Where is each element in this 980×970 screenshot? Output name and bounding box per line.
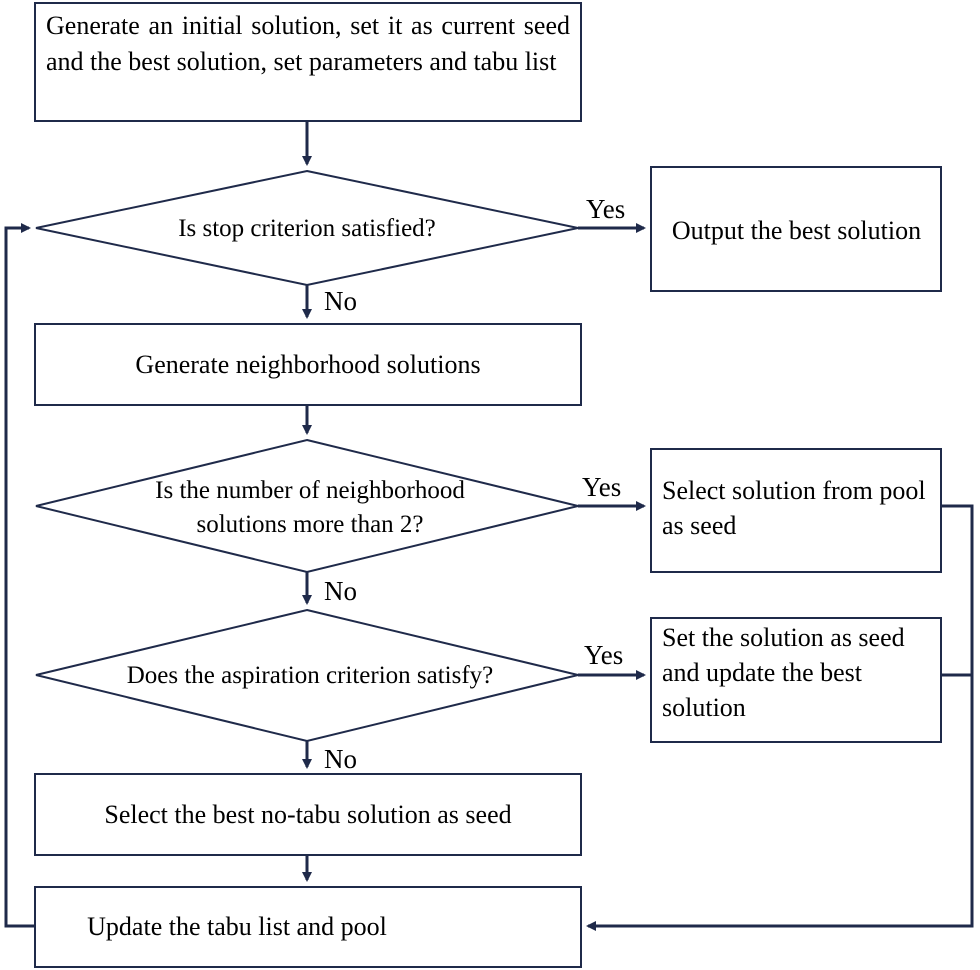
stop-check-text: Is stop criterion satisfied?	[178, 214, 436, 242]
best-no-tabu-text: Select the best no-tabu solution as seed	[104, 799, 512, 829]
no-label-count: No	[324, 576, 357, 606]
init-text: Generate an initial solution, set it as …	[46, 11, 570, 76]
gen-neighbors-text: Generate neighborhood solutions	[135, 349, 481, 379]
aspiration-check-text: Does the aspiration criterion satisfy?	[126, 661, 494, 689]
select-pool-box	[650, 448, 942, 573]
count-check-text: Is the number of neighborhood solutions …	[155, 477, 465, 538]
edge-update-loop-to-stop	[4, 223, 35, 928]
yes-label-count: Yes	[582, 472, 622, 502]
no-label-stop: No	[324, 286, 357, 316]
set-seed-text: Set the solution as seed and update the …	[662, 623, 905, 722]
set-seed-box	[650, 617, 942, 743]
output-box	[650, 166, 942, 292]
yes-label-aspiration: Yes	[584, 640, 624, 670]
output-text: Output the best solution	[671, 215, 922, 245]
edge-pool-to-update	[586, 504, 974, 931]
no-label-aspiration: No	[324, 744, 357, 774]
update-text: Update the tabu list and pool	[87, 911, 387, 941]
select-pool-text: Select solution from pool as seed	[662, 476, 926, 540]
yes-label-stop: Yes	[586, 194, 626, 224]
